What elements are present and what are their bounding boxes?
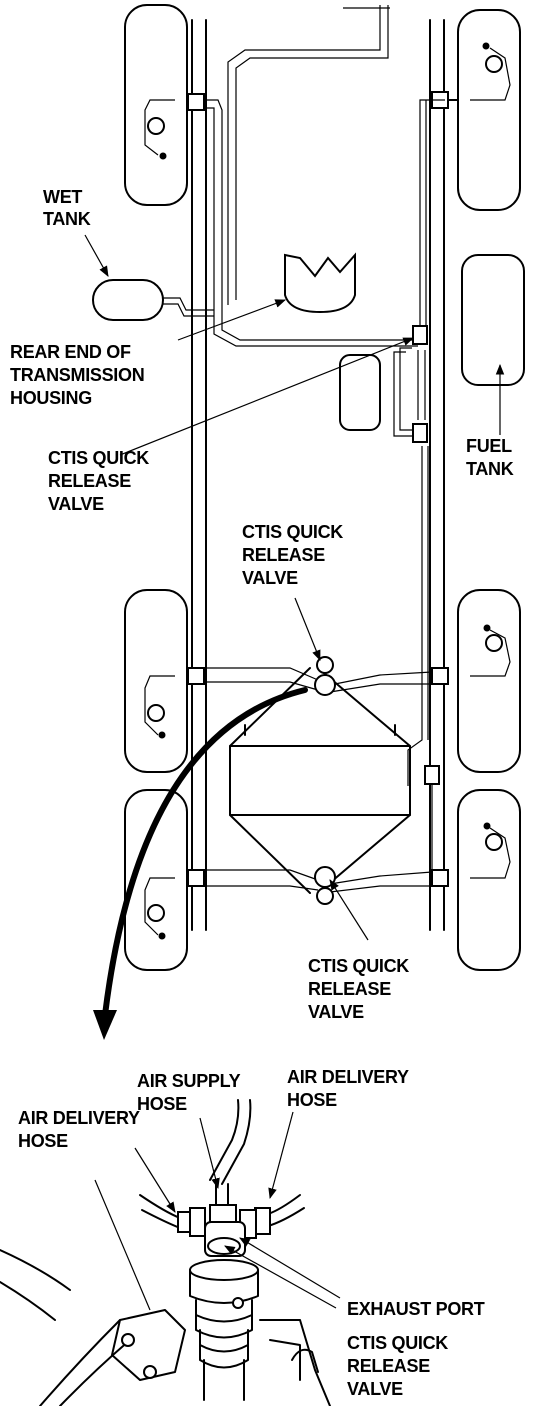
wheel-middle-right [431, 589, 521, 773]
frame-rails [191, 19, 445, 931]
air-delivery-hose-right-label: AIR DELIVERY HOSE [287, 1067, 413, 1110]
valve-stem-icon [482, 42, 490, 50]
ctis-quick-release-valve-mid [314, 674, 336, 696]
wheel-rear-right [431, 789, 521, 971]
air-lines [204, 5, 445, 893]
wheel-front-left [124, 4, 205, 206]
valve-block [412, 325, 428, 345]
arrowhead-icon [93, 1010, 117, 1040]
wheel-front-right [431, 9, 521, 211]
valve-stem-icon [483, 624, 491, 632]
ctis-valve-label-mid: CTIS QUICK RELEASE VALVE [242, 522, 348, 588]
air-delivery-hose-left-label: AIR DELIVERY HOSE [18, 1108, 144, 1151]
valve-block [424, 765, 440, 785]
ctis-valve-detail-label: CTIS QUICK RELEASE VALVE [347, 1333, 453, 1399]
wet-tank [92, 279, 164, 321]
fuel-tank [461, 254, 525, 386]
wheel-rear-left [124, 789, 205, 971]
transmission-housing [284, 252, 356, 314]
detail-callout-arrow [102, 687, 308, 1018]
transmission-block [339, 354, 381, 431]
leader-lines [84, 234, 505, 1309]
valve-stem-icon [159, 152, 167, 160]
air-supply-hose-label: AIR SUPPLY HOSE [137, 1071, 245, 1114]
wheel-middle-left [124, 589, 205, 773]
transmission-housing-label: REAR END OF TRANSMISSION HOUSING [10, 342, 149, 408]
ctis-quick-release-valve-rear [316, 887, 334, 905]
valve-stem-icon [483, 822, 491, 830]
ctis-quick-release-valve-mid [316, 656, 334, 674]
ctis-valve-label-rear: CTIS QUICK RELEASE VALVE [308, 956, 414, 1022]
valve-stem-icon [158, 932, 166, 940]
wet-tank-label: WET TANK [43, 187, 91, 229]
cross-members [229, 667, 411, 894]
valve-stem-icon [158, 731, 166, 739]
exhaust-port-label: EXHAUST PORT [347, 1299, 485, 1319]
valve-block [412, 423, 428, 443]
fuel-tank-label: FUEL TANK [466, 436, 516, 479]
ctis-valve-label-upper: CTIS QUICK RELEASE VALVE [48, 448, 154, 514]
